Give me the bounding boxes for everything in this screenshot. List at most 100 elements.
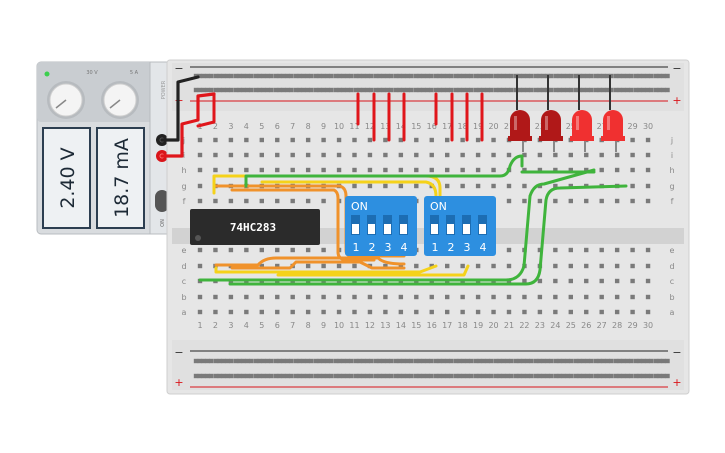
- breadboard-hole[interactable]: [405, 73, 410, 79]
- breadboard-hole[interactable]: [584, 263, 589, 269]
- breadboard-hole[interactable]: [297, 373, 303, 379]
- breadboard-hole[interactable]: [213, 73, 219, 79]
- breadboard-hole[interactable]: [257, 87, 263, 93]
- breadboard-hole[interactable]: [529, 73, 534, 79]
- breadboard-hole[interactable]: [513, 373, 519, 379]
- breadboard-hole[interactable]: [377, 358, 383, 364]
- breadboard-hole[interactable]: [289, 358, 294, 364]
- breadboard-hole[interactable]: [257, 358, 263, 364]
- breadboard-hole[interactable]: [413, 358, 419, 364]
- breadboard-hole[interactable]: [345, 73, 350, 79]
- breadboard-hole[interactable]: [389, 87, 394, 93]
- breadboard-hole[interactable]: [197, 294, 203, 300]
- breadboard-hole[interactable]: [261, 87, 266, 93]
- breadboard-hole[interactable]: [621, 73, 626, 79]
- power-switch[interactable]: [155, 190, 169, 212]
- breadboard-hole[interactable]: [244, 198, 249, 204]
- breadboard-hole[interactable]: [325, 87, 330, 93]
- breadboard-hole[interactable]: [521, 73, 526, 79]
- breadboard-hole[interactable]: [229, 73, 234, 79]
- breadboard-hole[interactable]: [649, 87, 654, 93]
- breadboard-hole[interactable]: [460, 294, 465, 300]
- breadboard-hole[interactable]: [253, 87, 259, 93]
- breadboard-hole[interactable]: [289, 373, 294, 379]
- breadboard-hole[interactable]: [599, 294, 604, 300]
- breadboard-hole[interactable]: [228, 294, 234, 300]
- breadboard-hole[interactable]: [665, 373, 670, 379]
- breadboard-hole[interactable]: [433, 87, 439, 93]
- breadboard-hole[interactable]: [561, 358, 566, 364]
- breadboard-hole[interactable]: [357, 87, 363, 93]
- breadboard-hole[interactable]: [557, 373, 563, 379]
- breadboard-hole[interactable]: [641, 358, 646, 364]
- breadboard-hole[interactable]: [313, 87, 319, 93]
- breadboard-hole[interactable]: [361, 87, 366, 93]
- breadboard-hole[interactable]: [213, 198, 218, 204]
- breadboard-hole[interactable]: [414, 167, 419, 173]
- breadboard-hole[interactable]: [614, 309, 620, 315]
- breadboard-hole[interactable]: [525, 87, 530, 93]
- breadboard-hole[interactable]: [485, 87, 490, 93]
- breadboard-hole[interactable]: [385, 87, 390, 93]
- breadboard-hole[interactable]: [393, 87, 399, 93]
- breadboard-hole[interactable]: [205, 373, 210, 379]
- breadboard-hole[interactable]: [665, 358, 670, 364]
- breadboard-hole[interactable]: [509, 87, 514, 93]
- breadboard-hole[interactable]: [353, 373, 359, 379]
- breadboard-hole[interactable]: [481, 373, 486, 379]
- breadboard-hole[interactable]: [425, 373, 430, 379]
- breadboard-hole[interactable]: [569, 358, 574, 364]
- breadboard-hole[interactable]: [433, 358, 439, 364]
- breadboard-hole[interactable]: [369, 373, 374, 379]
- breadboard-hole[interactable]: [445, 87, 450, 93]
- breadboard-hole[interactable]: [383, 183, 388, 189]
- breadboard-hole[interactable]: [460, 183, 465, 189]
- breadboard-hole[interactable]: [485, 358, 490, 364]
- breadboard-hole[interactable]: [573, 373, 579, 379]
- breadboard-hole[interactable]: [309, 373, 314, 379]
- breadboard-hole[interactable]: [633, 87, 639, 93]
- breadboard-hole[interactable]: [445, 137, 450, 143]
- breadboard-hole[interactable]: [599, 167, 604, 173]
- breadboard-hole[interactable]: [309, 73, 314, 79]
- breadboard-hole[interactable]: [457, 358, 463, 364]
- breadboard-hole[interactable]: [221, 358, 226, 364]
- breadboard-hole[interactable]: [233, 358, 239, 364]
- breadboard-hole[interactable]: [377, 87, 383, 93]
- breadboard-hole[interactable]: [630, 152, 635, 158]
- breadboard-hole[interactable]: [373, 373, 379, 379]
- breadboard-hole[interactable]: [245, 358, 250, 364]
- breadboard-hole[interactable]: [353, 73, 359, 79]
- breadboard-hole[interactable]: [305, 137, 311, 143]
- breadboard-hole[interactable]: [197, 167, 203, 173]
- breadboard-hole[interactable]: [617, 358, 623, 364]
- led-body[interactable]: [510, 110, 530, 138]
- breadboard-hole[interactable]: [349, 73, 354, 79]
- breadboard-hole[interactable]: [506, 198, 512, 204]
- breadboard-hole[interactable]: [269, 358, 274, 364]
- breadboard-hole[interactable]: [441, 87, 446, 93]
- breadboard-hole[interactable]: [537, 87, 543, 93]
- breadboard-hole[interactable]: [553, 373, 559, 379]
- breadboard-hole[interactable]: [475, 167, 481, 173]
- breadboard-hole[interactable]: [273, 87, 279, 93]
- breadboard-hole[interactable]: [522, 167, 527, 173]
- breadboard-hole[interactable]: [445, 167, 450, 173]
- breadboard-hole[interactable]: [501, 373, 506, 379]
- breadboard-hole[interactable]: [329, 373, 334, 379]
- breadboard-hole[interactable]: [293, 358, 299, 364]
- breadboard-hole[interactable]: [569, 87, 574, 93]
- breadboard-hole[interactable]: [465, 87, 470, 93]
- breadboard-hole[interactable]: [281, 87, 286, 93]
- breadboard-hole[interactable]: [521, 358, 526, 364]
- breadboard-hole[interactable]: [393, 373, 399, 379]
- breadboard-hole[interactable]: [213, 247, 218, 253]
- breadboard-hole[interactable]: [352, 152, 357, 158]
- breadboard-hole[interactable]: [533, 358, 539, 364]
- breadboard-hole[interactable]: [568, 263, 573, 269]
- breadboard-hole[interactable]: [475, 309, 481, 315]
- led-body[interactable]: [603, 110, 623, 138]
- breadboard-hole[interactable]: [645, 263, 651, 269]
- breadboard-hole[interactable]: [568, 167, 573, 173]
- breadboard-hole[interactable]: [221, 73, 226, 79]
